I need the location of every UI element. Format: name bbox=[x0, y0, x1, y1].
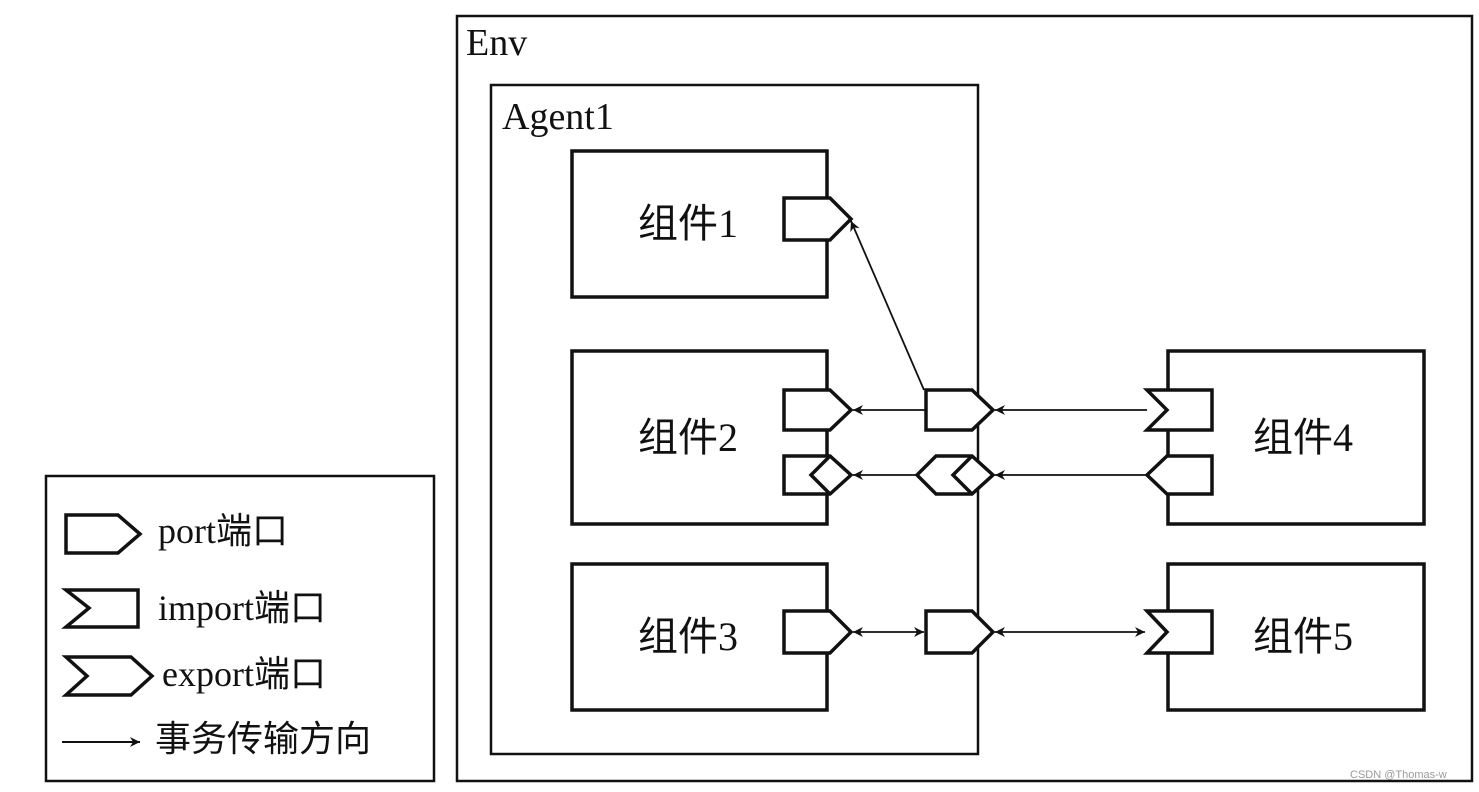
legend-import-label: import端口 bbox=[158, 588, 326, 628]
legend-export-icon bbox=[61, 655, 155, 697]
component-3-label: 组件3 bbox=[638, 614, 738, 659]
component-4-import-upper-icon bbox=[1142, 388, 1214, 432]
component-2-port-icon bbox=[782, 388, 854, 432]
component-1-label: 组件1 bbox=[638, 201, 738, 246]
agent-export-notch bbox=[950, 454, 974, 496]
legend-direction-label: 事务传输方向 bbox=[155, 719, 372, 760]
component-4-import-lower-icon bbox=[1144, 454, 1214, 496]
arrow-agent-to-component-1 bbox=[850, 220, 925, 391]
component-2-export-icon bbox=[782, 454, 854, 496]
env-boundary bbox=[455, 14, 1474, 783]
agent-label: Agent1 bbox=[502, 96, 614, 138]
component-3-port-icon bbox=[782, 609, 854, 655]
agent-port-icon bbox=[924, 388, 996, 432]
component-2-export-notch bbox=[808, 454, 832, 496]
agent-port-lower-icon bbox=[924, 609, 996, 655]
legend-port-label: port端口 bbox=[158, 511, 288, 551]
component-2-label: 组件2 bbox=[638, 415, 738, 460]
component-4-label: 组件4 bbox=[1253, 415, 1353, 460]
env-label: Env bbox=[466, 22, 528, 64]
component-5-import-icon bbox=[1142, 609, 1214, 655]
component-5-label: 组件5 bbox=[1253, 614, 1353, 659]
watermark: CSDN @Thomas-w bbox=[1350, 769, 1447, 781]
legend-import-icon bbox=[60, 588, 140, 629]
legend-export-label: export端口 bbox=[162, 654, 326, 694]
component-1-port-icon bbox=[782, 196, 854, 242]
legend-port-icon bbox=[64, 513, 143, 555]
